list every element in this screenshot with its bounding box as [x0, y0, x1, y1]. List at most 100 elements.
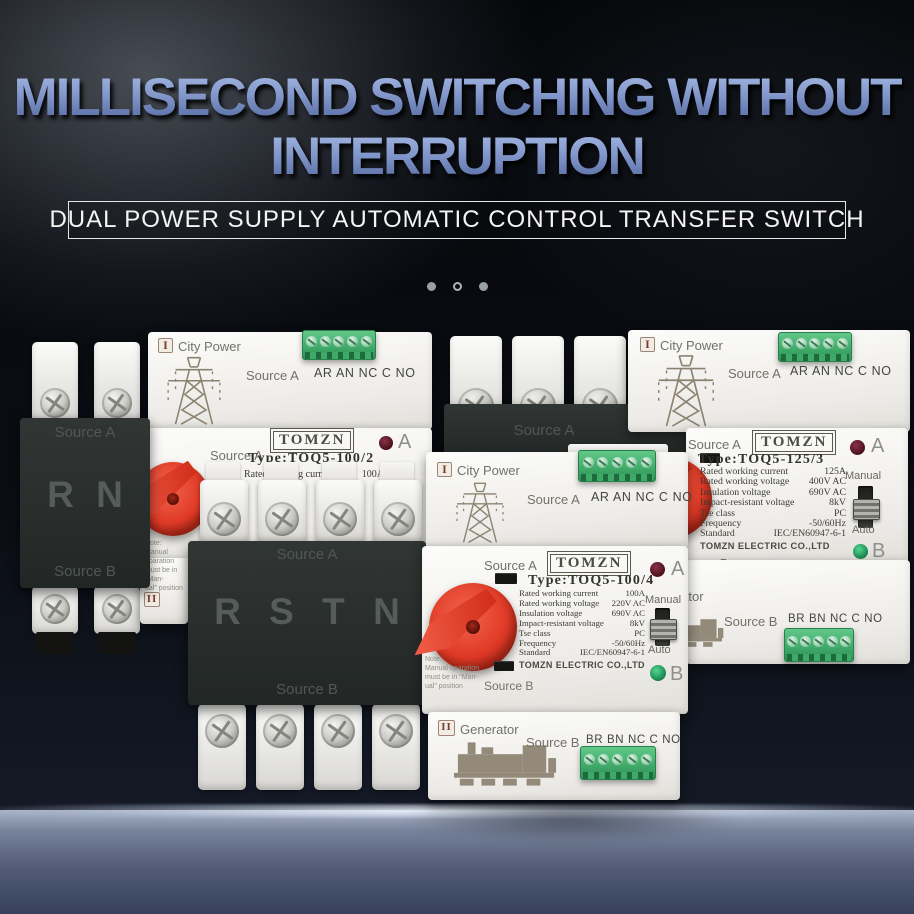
section-ii-icon: II: [144, 592, 160, 607]
terminal-screw: [823, 338, 835, 349]
terminal-screw: [813, 636, 825, 647]
led-a-label: A: [398, 431, 412, 453]
spec-value: PC: [834, 507, 846, 519]
black-indicator: [494, 661, 514, 671]
terminal-screw: [809, 338, 821, 349]
spec-label: Impact-resistant voltage: [700, 497, 795, 509]
pole-post: [198, 704, 246, 790]
led-a: [650, 562, 665, 577]
post-screw: [102, 594, 132, 624]
spec-label: Impact-resistant voltage: [519, 617, 604, 628]
post-screw: [40, 388, 70, 418]
source-a-label: Source A: [210, 448, 263, 463]
terminal-screw: [640, 457, 652, 468]
cover-source-b: Source B: [54, 563, 116, 580]
spec-label: Rated working voltage: [519, 597, 600, 608]
led-b-label: B: [872, 540, 886, 562]
spec-value: 8kV: [629, 617, 645, 628]
terminal-screw: [584, 754, 596, 765]
spec-label: Insulation voltage: [519, 607, 583, 618]
cover-letter: N: [373, 591, 400, 632]
post-screw: [263, 714, 297, 748]
spec-value: 8kV: [829, 497, 846, 509]
handle-screw: [167, 493, 179, 505]
spec-label: Rated working current: [700, 466, 789, 477]
post-screw: [323, 502, 357, 536]
spec-value: PC: [634, 627, 645, 638]
cover-letter: S: [269, 591, 294, 632]
pole-post: [32, 342, 78, 422]
source-b-label: Source B: [484, 679, 534, 693]
note-line: Note:: [145, 540, 162, 547]
note-line: Manual oparation: [145, 549, 175, 566]
source-a-label: Source A: [688, 437, 741, 452]
spec-value: 220V AC: [611, 597, 645, 608]
source-a-label: Source A: [246, 368, 299, 383]
section-i-icon: I: [158, 338, 173, 353]
spec-value: 690V AC: [808, 486, 846, 498]
terminal-block-top: [302, 330, 376, 360]
spec-label: Standard: [519, 647, 551, 658]
spec-row: Impact-resistant voltage 8kV: [519, 617, 645, 629]
relay-terminal-labels: BR BN NC C NO: [788, 613, 883, 625]
carousel-dot-2[interactable]: [452, 282, 462, 291]
headline: MILLISECOND SWITCHING WITHOUT INTERRUPTI…: [0, 68, 914, 187]
spec-value: 100A: [361, 469, 384, 480]
spec-value: -50/60Hz: [611, 637, 645, 648]
terminal-screw: [361, 336, 373, 347]
relay-terminal-labels: AR AN NC C NO: [790, 364, 892, 378]
terminal-block-top: [778, 332, 852, 362]
terminal-block-top: [578, 450, 656, 482]
cover-letter: R: [47, 474, 74, 515]
terminal-screw: [612, 754, 624, 765]
pole-post: [94, 586, 140, 634]
headline-line2: INTERRUPTION: [0, 127, 914, 186]
carousel-dot-1[interactable]: [426, 282, 436, 291]
spec-label: Standard: [700, 528, 735, 540]
spec-label: Rated working current: [519, 588, 599, 598]
generator-label: Generator: [460, 722, 519, 737]
terminal-block-bottom: [784, 628, 854, 662]
terminal-cover-4p: Source A R S T N Source B: [188, 541, 426, 705]
spec-row: Insulation voltage 690V AC: [700, 486, 846, 498]
tomzn-logo: TOMZN: [547, 551, 632, 577]
led-a-label: A: [871, 435, 885, 457]
spec-row: Frequency-50/60Hz: [700, 518, 846, 529]
spec-label: Rated working voltage: [700, 476, 790, 488]
company-label: TOMZN ELECTRIC CO.,LTD: [519, 660, 645, 670]
spec-label: Tse class: [519, 627, 551, 638]
spec-row: Rated working voltage 220V AC: [519, 597, 645, 609]
carousel-dot-3[interactable]: [478, 282, 488, 291]
terminal-screw: [800, 636, 812, 647]
tower-icon: [448, 480, 512, 544]
handle-screw: [466, 620, 480, 634]
terminal-screw: [319, 336, 331, 347]
pole-post: [372, 704, 420, 790]
note-line: ual" position: [145, 585, 183, 593]
cover-source-b: Source B: [276, 681, 338, 698]
terminal-screw: [582, 457, 594, 468]
manual-label: Manual: [645, 594, 682, 606]
relay-terminal-labels: BR BN NC C NO: [586, 734, 681, 746]
auto-label: Auto: [852, 524, 875, 536]
spec-row: Impact-resistant voltage 8kV: [700, 497, 846, 509]
section-i-icon: I: [437, 462, 452, 477]
spec-value: 690V AC: [611, 607, 645, 618]
post-screw: [265, 502, 299, 536]
spec-row: Insulation voltage 690V AC: [519, 607, 645, 619]
spec-label: Insulation voltage: [700, 486, 771, 498]
terminal-screw: [837, 338, 849, 349]
pole-post: [94, 342, 140, 422]
pole-post: [374, 480, 422, 544]
source-a-label: Source A: [728, 366, 781, 381]
section-i-icon: I: [640, 337, 655, 352]
cover-letter: R: [214, 591, 241, 632]
auto-label: Auto: [648, 644, 671, 656]
source-b-label: Source B: [724, 614, 778, 629]
source-b-label: Source B: [526, 735, 580, 750]
terminal-cover-2p: Source A R N Source B: [20, 418, 150, 588]
